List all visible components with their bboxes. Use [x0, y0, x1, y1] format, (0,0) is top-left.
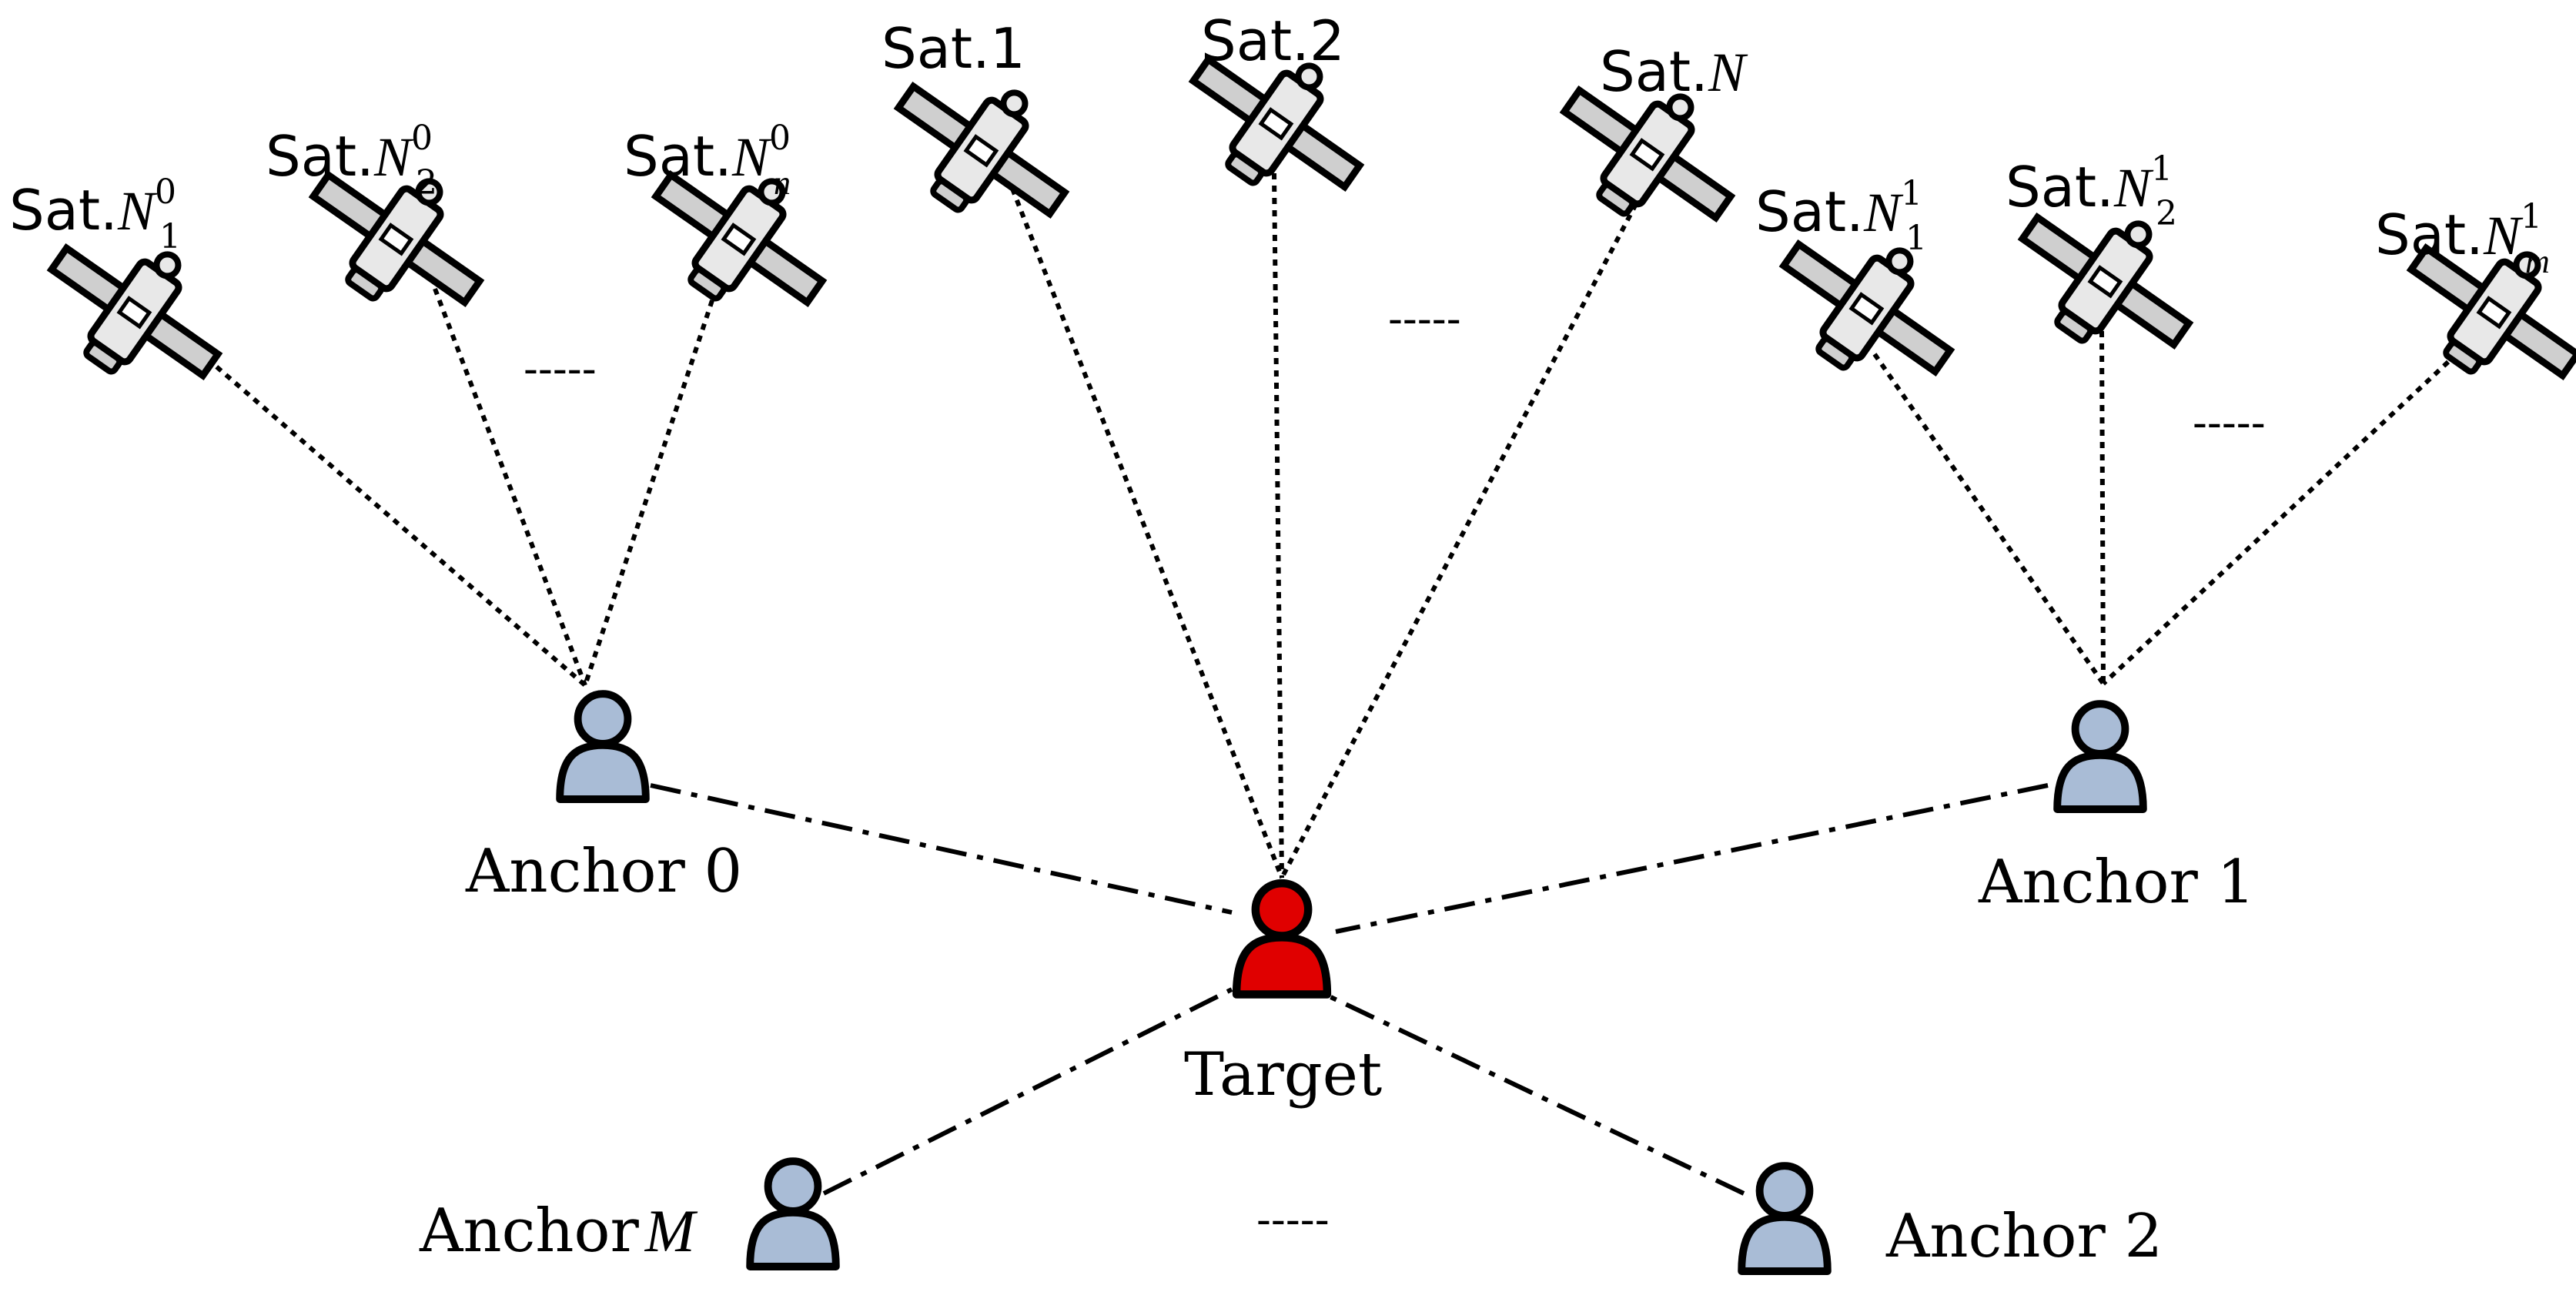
ellipsis-left-satellites: ----- [524, 344, 597, 394]
anchor-1-label: Anchor 1 [1978, 848, 2255, 917]
anchor-person-icon [560, 694, 646, 799]
anchor-link-anchor2 [1321, 991, 1745, 1196]
ellipsis-right-satellites: ----- [2193, 398, 2266, 448]
satellite-link-sN11-anchor1 [1872, 353, 2106, 685]
satellite-link-sN1m-anchor1 [2101, 360, 2451, 686]
anchor-person-icon [1741, 1166, 1828, 1271]
anchor-link-anchor1 [1335, 783, 2049, 934]
satellite-link-s1-target [1010, 187, 1284, 879]
satellite-link-sN-target [1280, 202, 1638, 879]
satellite-label-n: Sat.N [1600, 39, 1748, 104]
anchor-link-anchor0 [650, 783, 1233, 915]
anchor-person-icon [750, 1161, 836, 1267]
satellite-link-sN12-anchor1 [2099, 330, 2106, 684]
anchor-link-anchorM [822, 987, 1233, 1196]
anchor-person-icon [2057, 704, 2143, 809]
ellipsis-center-satellites: ----- [1388, 294, 1461, 344]
satellite-link-sN0n-anchor0 [583, 288, 718, 686]
target-person-icon [1236, 883, 1327, 994]
satellite-link-sN02-anchor0 [433, 287, 587, 687]
anchor-0-label: Anchor 0 [465, 837, 742, 906]
satellite-label-1: Sat.1 [882, 16, 1025, 81]
satellite-link-sN01-anchor0 [187, 340, 587, 688]
satellite-link-s2-target [1272, 172, 1284, 879]
links-layer [187, 172, 2451, 1196]
target-label: Target [1184, 1040, 1382, 1110]
ellipsis-anchors: ----- [1256, 1195, 1330, 1245]
anchor-2-label: Anchor 2 [1885, 1202, 2163, 1271]
satellite-label-2: Sat.2 [1201, 8, 1345, 73]
